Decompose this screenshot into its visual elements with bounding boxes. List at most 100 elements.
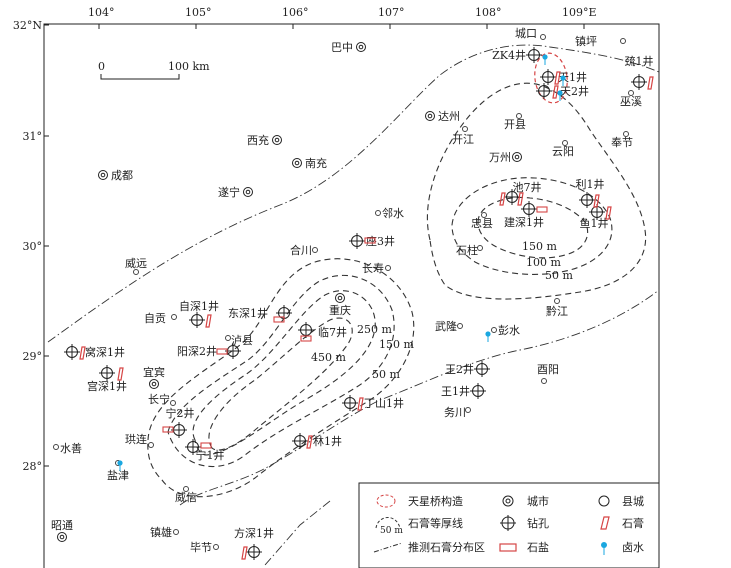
legend-halite-symbol: [499, 543, 517, 552]
gypsum-symbol: [593, 194, 600, 208]
borehole-marker: [185, 439, 201, 455]
borehole-label: 窝深1井: [85, 345, 125, 359]
scale-zero: 0: [98, 60, 105, 73]
inferred-gypsum-boundary: [47, 44, 660, 566]
borehole-label: 池7井: [513, 180, 542, 194]
county-marker: [53, 444, 59, 450]
city-label: 成都: [111, 169, 133, 182]
borehole-marker: [99, 365, 115, 381]
legend-inferred-label: 推测石膏分布区: [408, 540, 485, 554]
county-label: 彭水: [498, 323, 520, 337]
legend-isopach-symbol: [375, 517, 401, 529]
legend-halite-label: 石盐: [527, 541, 549, 554]
halite-symbol: [162, 426, 174, 433]
gypsum-symbol: [117, 367, 124, 381]
borehole-label: 座3井: [366, 234, 395, 248]
lon-label-109: 109°E: [562, 6, 597, 19]
borehole-label: 阳深2井: [177, 344, 217, 358]
isopach-sw-250: [192, 290, 376, 456]
city-label: 昭通: [51, 519, 73, 532]
county-marker: [225, 335, 231, 341]
county-label: 长寿: [362, 261, 384, 275]
legend-structure-symbol: [376, 494, 396, 508]
county-symbols: 城口镇坪开县开江云阳奉节巫溪邻水合川长寿忠县石柱黔江彭水武隆酉阳务川泸县自贡威远…: [53, 27, 642, 554]
isopach-sw-450: [208, 317, 353, 451]
county-marker: [491, 327, 497, 333]
legend: 天星桥构造 城市 县城 50 m 石膏等厚线 钻孔 石膏 推测石膏分布区 石盐 …: [358, 482, 660, 568]
county-marker: [133, 269, 139, 275]
borehole-marker: [189, 312, 205, 328]
city-marker-center: [358, 44, 364, 50]
city-marker: [272, 135, 282, 145]
county-marker: [375, 210, 381, 216]
gypsum-symbol: [205, 314, 212, 328]
isopach-label-150-ne: 150 m: [522, 240, 557, 253]
gypsum-symbol: [552, 85, 559, 99]
county-label: 酉阳: [537, 363, 559, 376]
city-marker-center: [151, 381, 157, 387]
city-marker-center: [294, 160, 300, 166]
city-label: 万州: [489, 151, 511, 164]
legend-county-label: 县城: [622, 495, 644, 508]
county-label: 务川: [444, 406, 466, 419]
city-marker: [57, 532, 67, 542]
city-marker-center: [59, 534, 65, 540]
halite-symbol: [200, 442, 212, 449]
county-label: 开江: [452, 133, 474, 146]
county-label: 城口: [515, 27, 537, 40]
county-label: 合川: [290, 243, 312, 257]
borehole-label: 宁1井: [196, 448, 225, 462]
county-label: 长宁: [148, 392, 170, 406]
county-marker: [213, 544, 219, 550]
isopach-sw-150: [167, 274, 395, 468]
gypsum-symbol: [499, 192, 506, 206]
county-marker: [554, 298, 560, 304]
county-marker: [623, 131, 629, 137]
county-label: 自贡: [144, 312, 166, 325]
legend-isopach-value: 50 m: [380, 526, 403, 536]
gypsum-symbol: [605, 206, 612, 220]
tianxingqiao-structure: [534, 52, 568, 104]
city-marker-center: [427, 113, 433, 119]
county-label: 云阳: [552, 145, 574, 158]
legend-brine-label: 卤水: [622, 541, 644, 554]
county-label: 镇雄: [150, 525, 172, 539]
city-marker-center: [514, 154, 520, 160]
county-label: 奉节: [611, 135, 633, 149]
borehole-label: 宁2井: [166, 406, 195, 420]
county-marker: [183, 486, 189, 492]
isopach-label-250: 250 m: [357, 323, 392, 336]
borehole-marker: [536, 83, 552, 99]
halite-symbol: [273, 316, 285, 323]
borehole-label: 巯1井: [625, 54, 654, 68]
legend-inferred-symbol: [373, 542, 403, 553]
city-marker-center: [100, 172, 106, 178]
borehole-marker: [521, 201, 537, 217]
longitude-labels: 104° 105° 106° 107° 108° 109°E: [88, 6, 597, 19]
lon-label-108: 108°: [475, 6, 502, 19]
county-label: 镇坪: [575, 34, 597, 48]
legend-box: [358, 482, 660, 568]
borehole-marker: [631, 74, 647, 90]
legend-gypsum-symbol: [600, 516, 610, 530]
isopach-ne-50: [426, 82, 647, 300]
borehole-marker: [470, 383, 486, 399]
county-marker: [620, 38, 626, 44]
county-label: 石柱: [456, 243, 478, 257]
borehole-marker: [579, 192, 595, 208]
borehole-marker: [64, 344, 80, 360]
gypsum-symbol: [554, 71, 561, 85]
city-marker: [243, 187, 253, 197]
scale-bar: 0 100 km: [98, 60, 210, 80]
borehole-label: 利1井: [576, 177, 605, 191]
mineral-symbols: [79, 71, 654, 560]
borehole-marker: [540, 69, 556, 85]
lat-label-32: 32°N: [13, 19, 42, 32]
county-marker: [516, 113, 522, 119]
county-label: 黔江: [546, 304, 568, 318]
isopach-label-150-sw: 150 m: [379, 338, 414, 351]
county-marker: [465, 407, 471, 413]
city-marker: [149, 379, 159, 389]
borehole-label: 东深1井: [228, 306, 268, 320]
